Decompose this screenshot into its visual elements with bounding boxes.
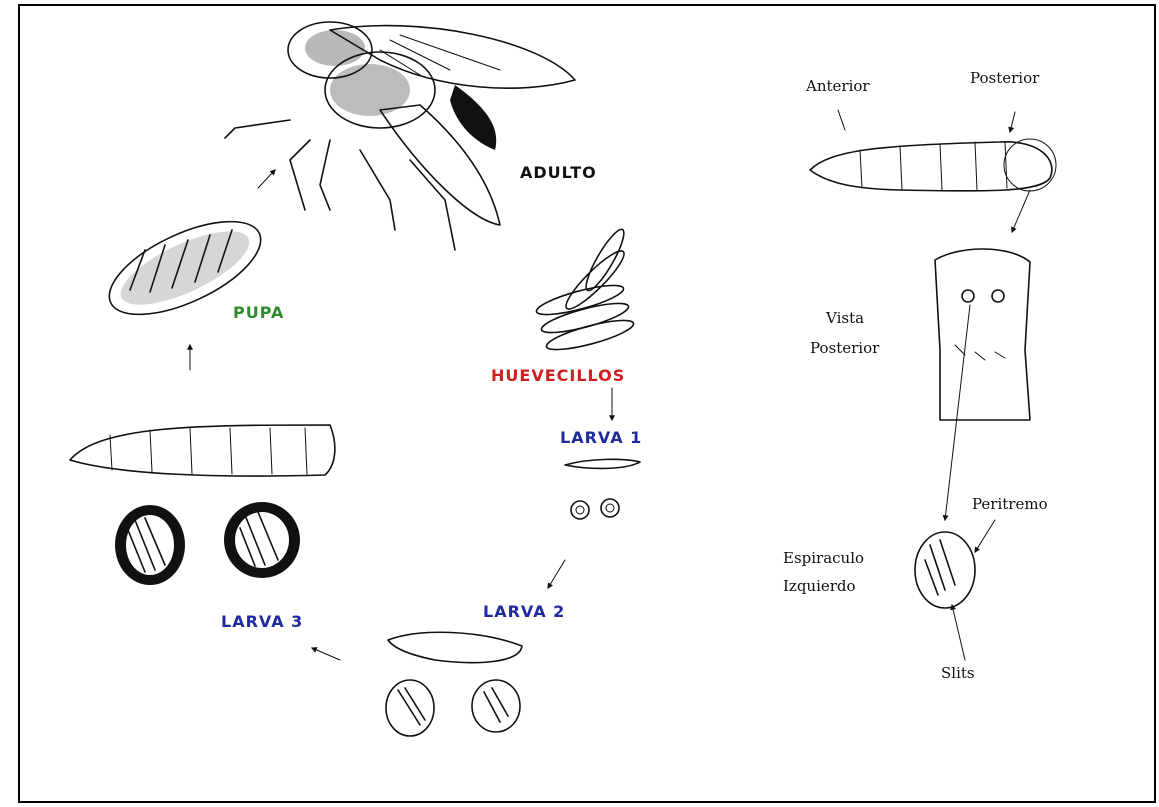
larva1-drawing [565,459,640,519]
label-posterior: Posterior [970,68,1039,88]
adult-fly-drawing [225,22,575,250]
label-pupa: PUPA [233,303,284,322]
label-vista-posterior: Posterior [810,338,879,358]
posterior-view-drawing [935,249,1030,520]
label-izquierdo: Izquierdo [783,576,856,596]
larva-side-view [810,110,1056,232]
spiracle-drawing [915,520,995,660]
eggs-drawing [534,226,636,356]
larva2-drawing [386,632,522,736]
label-huevecillos: HUEVECILLOS [491,366,625,385]
label-adulto: ADULTO [520,163,597,182]
label-peritremo: Peritremo [972,494,1048,514]
label-anterior: Anterior [806,76,870,96]
label-larva1: LARVA 1 [560,428,642,447]
label-espiraculo: Espiraculo [783,548,864,568]
larva3-drawing [70,425,335,585]
label-larva2: LARVA 2 [483,602,565,621]
label-larva3: LARVA 3 [221,612,303,631]
label-vista: Vista [826,308,864,328]
label-vista-line1: Vista [826,308,864,328]
label-slits: Slits [941,663,975,683]
cycle-arrows [190,170,612,660]
